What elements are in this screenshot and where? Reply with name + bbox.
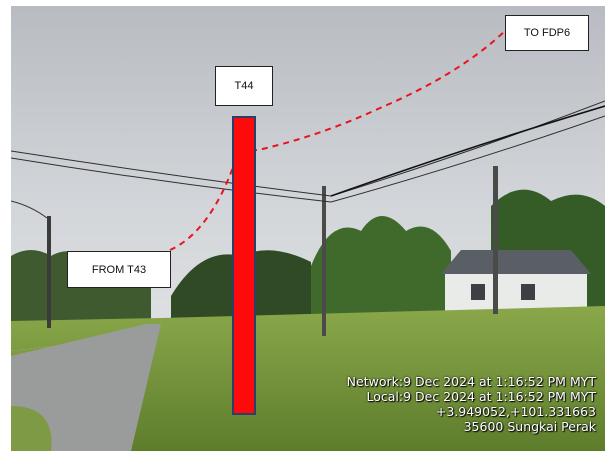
- house-window: [471, 284, 485, 300]
- utility-pole: [493, 166, 498, 314]
- road: [11, 324, 161, 451]
- location-name: 35600 Sungkai Perak: [463, 419, 596, 434]
- label-from-t43: FROM T43: [67, 251, 171, 288]
- overhead-wire: [330, 105, 605, 197]
- grass-field: [11, 306, 605, 451]
- utility-pole: [322, 186, 326, 336]
- utility-pole: [47, 216, 51, 328]
- timestamp-network: Network:9 Dec 2024 at 1:16:52 PM MYT: [346, 374, 596, 389]
- label-pole-t44: T44: [215, 66, 273, 106]
- pole-t44-marker: [232, 116, 256, 415]
- label-to-fdp6: TO FDP6: [505, 15, 589, 51]
- house-window: [521, 284, 535, 300]
- overhead-wire: [11, 115, 605, 203]
- banana-trees: [311, 216, 451, 336]
- route-line-dashed: [169, 29, 507, 251]
- overhead-wire: [11, 200, 48, 219]
- gps-coordinates: +3.949052,+101.331663: [435, 404, 596, 419]
- site-photo: [11, 6, 605, 451]
- label-to-fdp6-text: TO FDP6: [523, 27, 571, 39]
- house-roof: [441, 250, 591, 274]
- timestamp-local: Local:9 Dec 2024 at 1:16:52 PM MYT: [366, 389, 596, 404]
- timestamp-overlay: Network:9 Dec 2024 at 1:16:52 PM MYT Loc…: [347, 374, 596, 434]
- label-pole-t44-text: T44: [234, 80, 254, 92]
- photo-scene: [11, 6, 605, 451]
- label-from-t43-text: FROM T43: [91, 263, 147, 276]
